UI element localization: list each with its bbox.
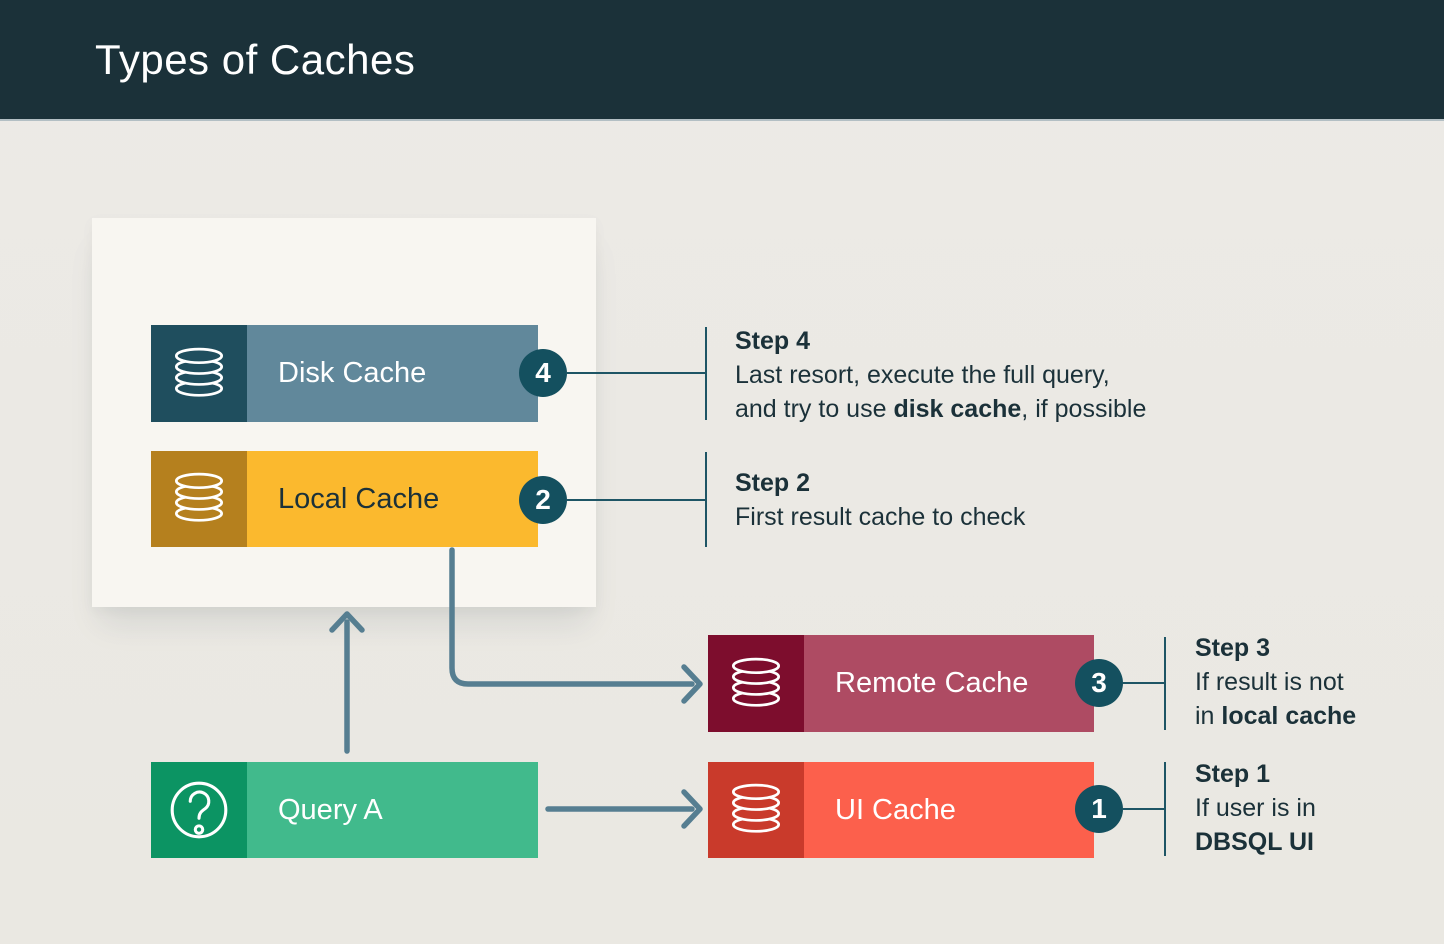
arrow-query-to-ui xyxy=(545,789,703,829)
step-4-line1: Last resort, execute the full query, xyxy=(735,361,1110,389)
step-1-text: Step 1 If user is in DBSQL UI xyxy=(1195,757,1316,859)
step3-connector-line xyxy=(1123,637,1166,730)
step1-connector-line xyxy=(1123,762,1166,856)
step-3-text: Step 3 If result is not in local cache xyxy=(1195,631,1356,733)
disk-cache-label: Disk Cache xyxy=(247,325,538,422)
step-3-title: Step 3 xyxy=(1195,634,1271,662)
step-1-title: Step 1 xyxy=(1195,760,1271,788)
database-icon xyxy=(708,635,804,732)
step-3-line2: in local cache xyxy=(1195,702,1357,730)
step-3-line1: If result is not xyxy=(1195,668,1344,696)
ui-cache-label: UI Cache xyxy=(804,762,1094,858)
query-a-label: Query A xyxy=(247,762,538,858)
step-3-badge: 3 xyxy=(1075,659,1123,707)
step-2-line1: First result cache to check xyxy=(735,503,1026,531)
step-4-title: Step 4 xyxy=(735,327,811,355)
step-2-text: Step 2 First result cache to check xyxy=(735,466,1025,534)
page-title: Types of Caches xyxy=(95,35,416,83)
database-icon xyxy=(151,451,247,547)
step-1-line1: If user is in xyxy=(1195,794,1316,822)
node-ui-cache: UI Cache xyxy=(708,762,1094,858)
step-2-title: Step 2 xyxy=(735,469,811,497)
step-1-badge: 1 xyxy=(1075,785,1123,833)
question-icon xyxy=(151,762,247,858)
node-local-cache: Local Cache xyxy=(151,451,538,547)
database-icon xyxy=(708,762,804,858)
step-1-line2: DBSQL UI xyxy=(1195,828,1314,856)
step-4-badge: 4 xyxy=(519,349,567,397)
remote-cache-label: Remote Cache xyxy=(804,635,1094,732)
local-cache-label: Local Cache xyxy=(247,451,538,547)
header-bar: Types of Caches xyxy=(0,0,1444,119)
step-4-text: Step 4 Last resort, execute the full que… xyxy=(735,324,1146,426)
node-query-a: Query A xyxy=(151,762,538,858)
arrow-query-to-warehouse xyxy=(329,611,365,754)
step-2-badge: 2 xyxy=(519,476,567,524)
database-icon xyxy=(151,325,247,422)
node-disk-cache: Disk Cache xyxy=(151,325,538,422)
node-remote-cache: Remote Cache xyxy=(708,635,1094,732)
step-4-line2: and try to use disk cache, if possible xyxy=(735,395,1147,423)
